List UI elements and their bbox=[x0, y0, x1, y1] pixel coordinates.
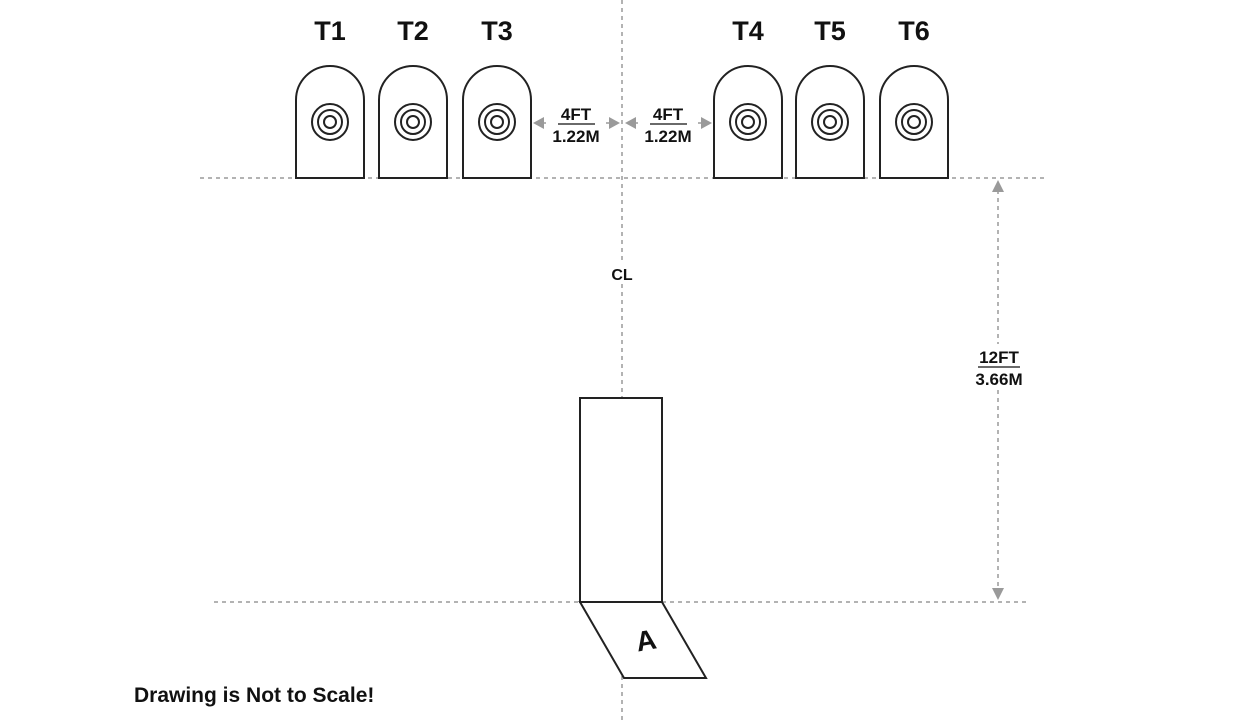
arrow-left-icon bbox=[533, 117, 544, 129]
gap-right-dimension: 4FT 1.22M bbox=[625, 103, 712, 147]
arrow-left-icon bbox=[625, 117, 636, 129]
gap-right-feet: 4FT bbox=[653, 105, 684, 124]
station-mat bbox=[578, 601, 708, 679]
target-label-t4: T4 bbox=[732, 16, 764, 46]
centerline-label: CL bbox=[611, 267, 633, 284]
target-t3 bbox=[462, 65, 532, 179]
target-t4 bbox=[713, 65, 783, 179]
target-label-t6: T6 bbox=[898, 16, 930, 46]
target-t2 bbox=[378, 65, 448, 179]
distance-meters: 3.66M bbox=[975, 370, 1022, 389]
arrow-right-icon bbox=[701, 117, 712, 129]
arrow-down-icon bbox=[992, 588, 1004, 600]
target-t5 bbox=[795, 65, 865, 179]
target-label-t1: T1 bbox=[314, 16, 346, 46]
scale-note: Drawing is Not to Scale! bbox=[134, 684, 375, 707]
target-t1 bbox=[295, 65, 365, 179]
distance-dimension: 12FT 3.66M bbox=[966, 180, 1030, 600]
arrow-up-icon bbox=[992, 180, 1004, 192]
target-label-t2: T2 bbox=[397, 16, 429, 46]
distance-feet: 12FT bbox=[979, 348, 1019, 367]
target-label-t3: T3 bbox=[481, 16, 513, 46]
arrow-right-icon bbox=[609, 117, 620, 129]
target-t6 bbox=[879, 65, 949, 179]
gap-left-meters: 1.22M bbox=[552, 127, 599, 146]
gap-right-meters: 1.22M bbox=[644, 127, 691, 146]
shooting-box bbox=[579, 397, 663, 603]
target-label-t5: T5 bbox=[814, 16, 846, 46]
gap-left-feet: 4FT bbox=[561, 105, 592, 124]
gap-left-dimension: 4FT 1.22M bbox=[533, 103, 620, 147]
